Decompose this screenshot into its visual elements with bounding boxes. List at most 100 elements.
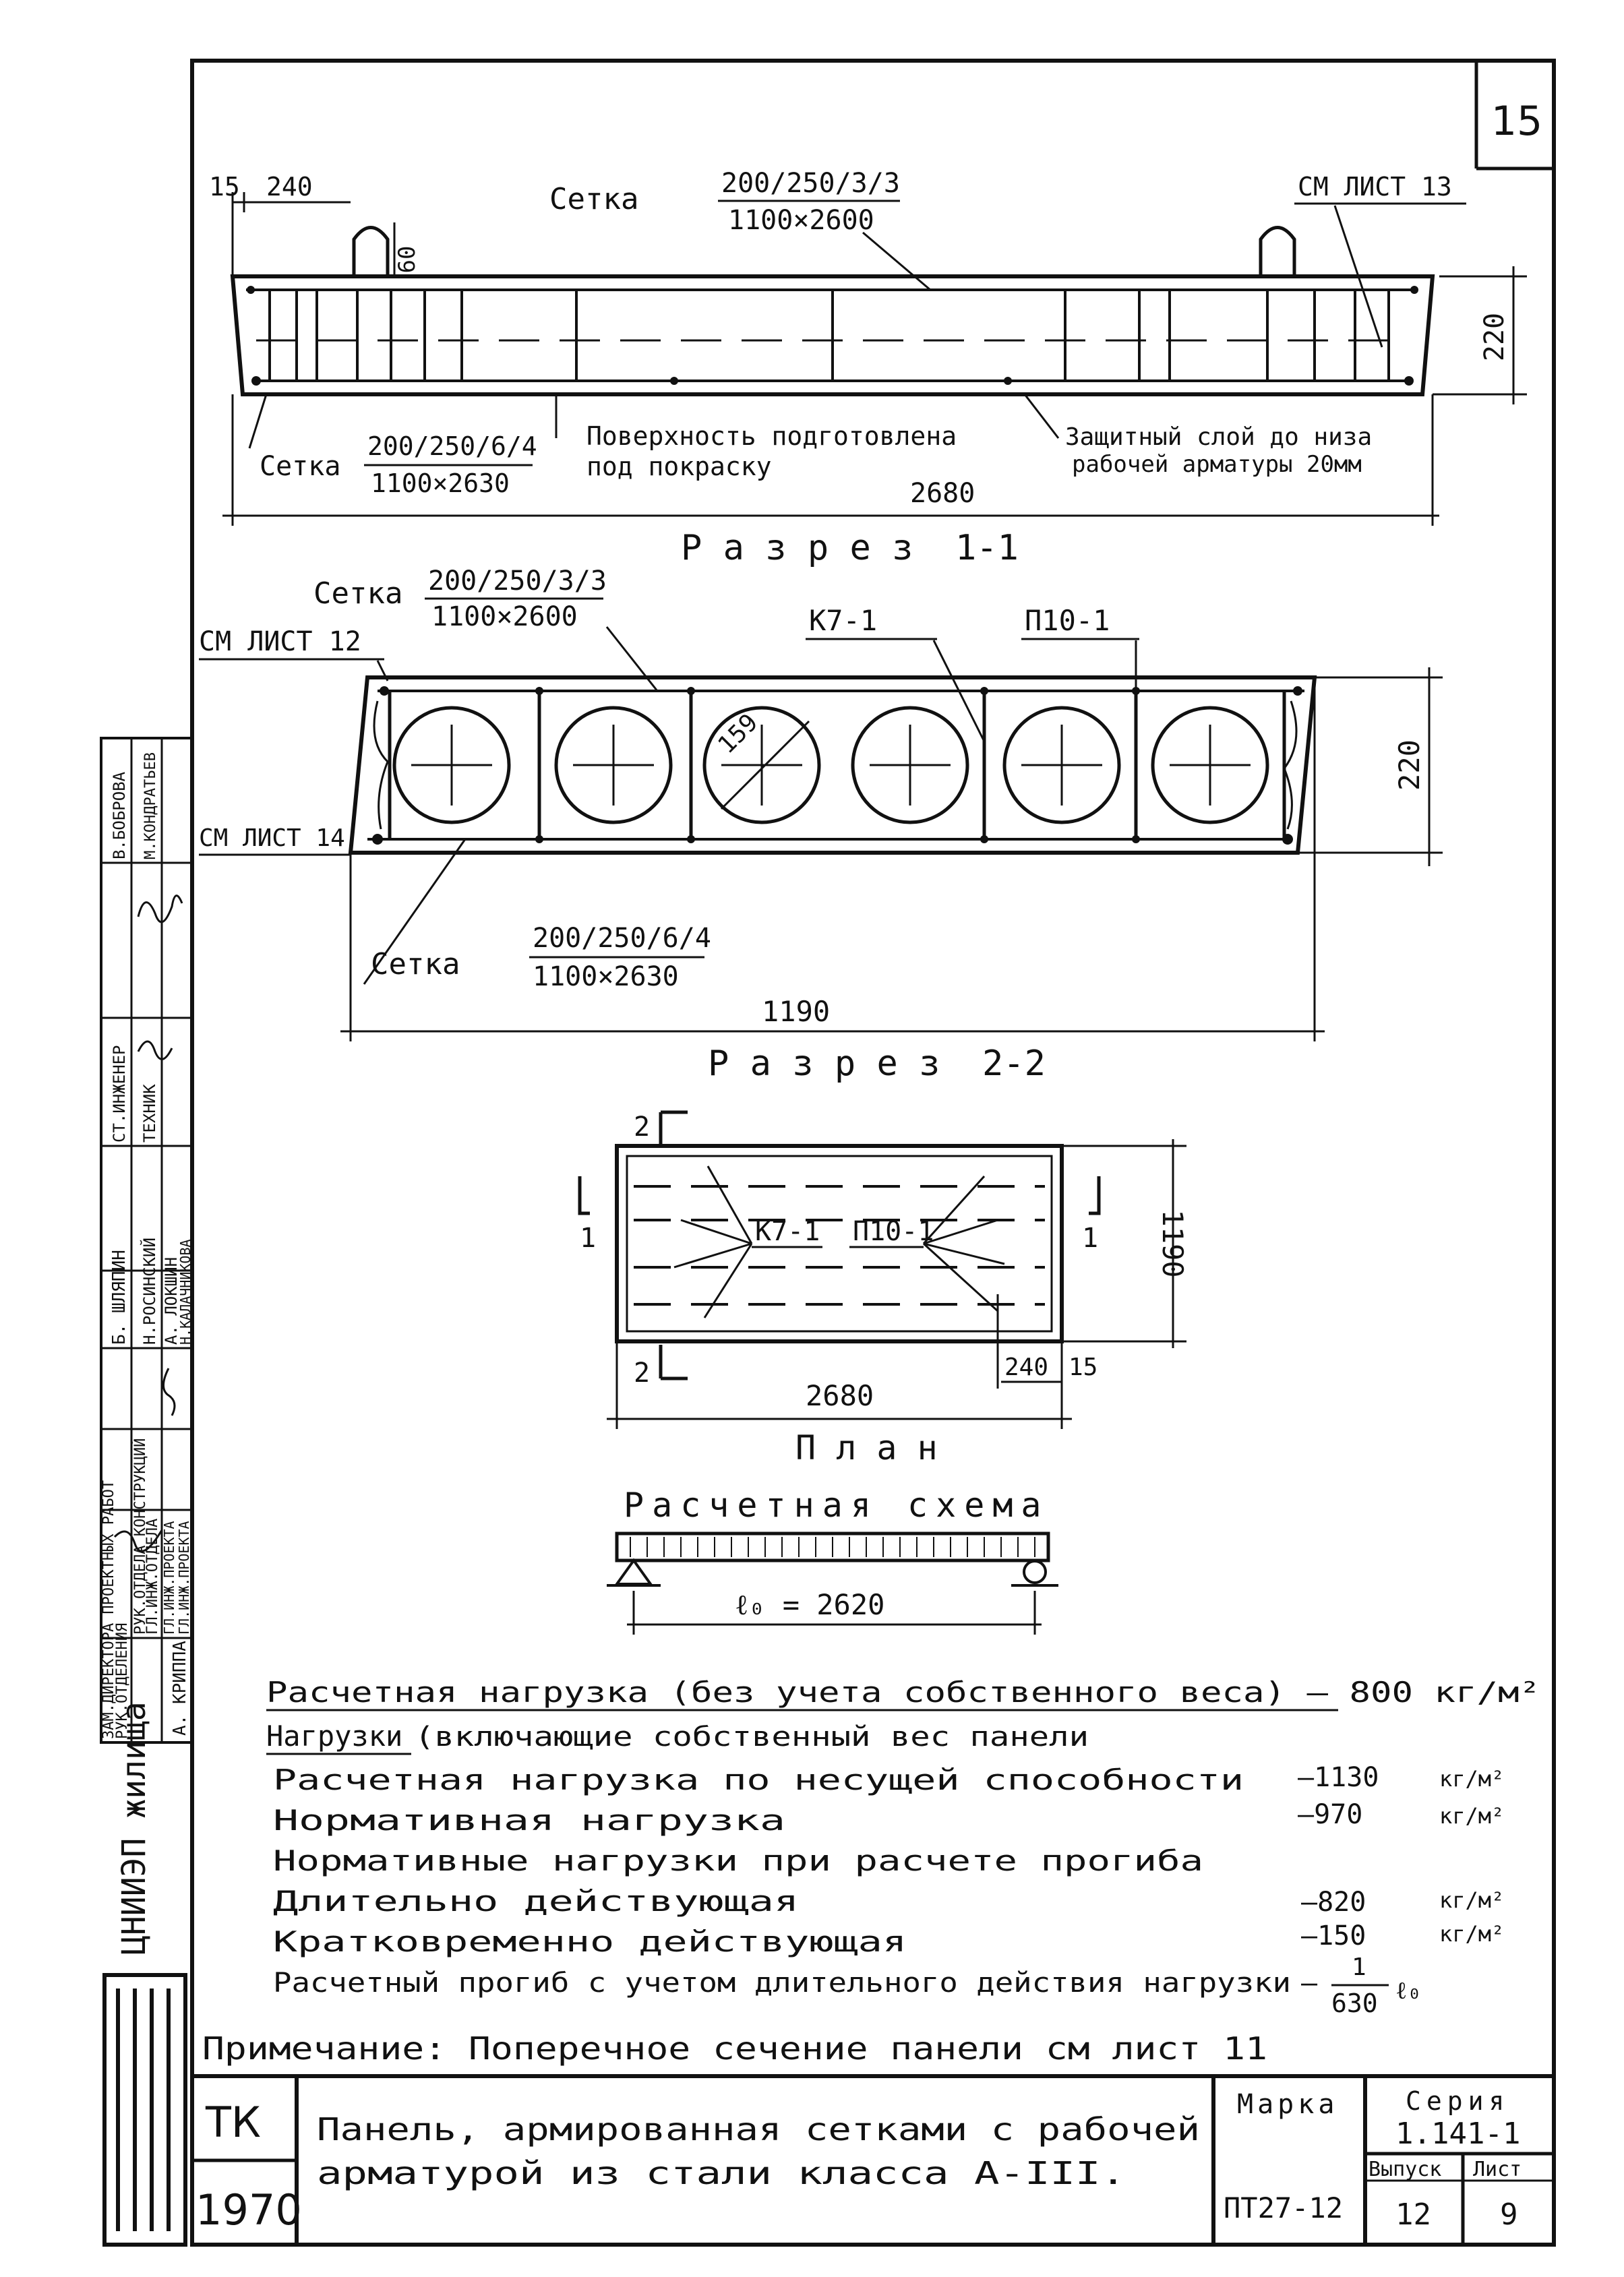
load-row-label: Кратковременно действующая bbox=[273, 1925, 907, 1958]
notch-left bbox=[373, 700, 389, 830]
load-row-unit: кг/м² bbox=[1439, 1766, 1504, 1792]
approval-stamp: ЗАМ.ДИРЕКТОРА ПРОЕКТНЫХ РАБОТ А. КРИППА … bbox=[100, 737, 193, 1744]
tb-title-1: Панель, армированная сетками с рабочей bbox=[317, 2111, 1200, 2148]
loads-header: Нагрузки bbox=[266, 1720, 402, 1753]
signature bbox=[137, 1040, 173, 1060]
hollow-cores bbox=[392, 706, 1269, 824]
cs-mesh-top-label: Сетка bbox=[313, 576, 402, 611]
stamp-role: ГЛ.ИНЖ.ПРОЕКТА bbox=[161, 1521, 177, 1635]
plan-dim-15: 15 bbox=[1069, 1354, 1097, 1381]
mesh-bottom-denominator: 1100×2630 bbox=[371, 468, 510, 498]
cs-mesh-bottom-denominator: 1100×2630 bbox=[533, 961, 679, 992]
tb-vypusk-label: Выпуск bbox=[1369, 2158, 1441, 2181]
note-surface-2: под покраску bbox=[587, 452, 772, 481]
tb-org: ТК bbox=[205, 2098, 261, 2147]
tb-list-label: Лист bbox=[1473, 2158, 1522, 2181]
ref-13-leader bbox=[1333, 205, 1383, 348]
cut-marker-1-right bbox=[1089, 1176, 1101, 1215]
ref-sheet-13: СМ ЛИСТ 13 bbox=[1298, 172, 1452, 202]
hollow-core bbox=[702, 706, 821, 824]
deflection-denominator: 630 bbox=[1331, 1988, 1378, 2018]
plan-outline bbox=[615, 1144, 1064, 1343]
stamp-role: РУК.ОТДЕЛЕНИЯ bbox=[114, 1623, 131, 1739]
mesh-bottom-leader bbox=[248, 394, 268, 449]
cut-marker-2-top bbox=[659, 1110, 688, 1146]
dim-loop-60: 60 bbox=[394, 246, 421, 274]
load-row-value: —820 bbox=[1301, 1887, 1366, 1918]
lifting-loop-right bbox=[1259, 226, 1296, 276]
section-1-1-title: Р а з р е з 1-1 bbox=[681, 528, 1019, 568]
load-row-label: Нормативная нагрузка bbox=[273, 1804, 785, 1837]
load-row-value: —150 bbox=[1301, 1920, 1366, 1951]
loads-header-rest: (включающие собственный вес панели bbox=[415, 1722, 1089, 1753]
load-row-unit: кг/м² bbox=[1439, 1803, 1504, 1829]
dim-hole-159: 159 bbox=[713, 708, 763, 759]
load-row-label: Расчетная нагрузка по несущей способност… bbox=[273, 1763, 1244, 1796]
mesh-bottom-label: Сетка bbox=[260, 451, 340, 482]
hollow-core bbox=[1002, 706, 1121, 824]
stamp-row-dividers bbox=[101, 861, 192, 1639]
lifting-loop-left bbox=[352, 226, 390, 276]
note-cover-2: рабочей арматуры 20мм bbox=[1072, 451, 1362, 478]
section-2-2: 159 Сетка 200/250/3/3 1100×2600 СМ ЛИСТ … bbox=[199, 566, 1443, 1084]
load-row-label: Нормативные нагрузки при расчете прогиба bbox=[273, 1844, 1203, 1877]
stamp-role: ГЛ.ИНЖ.ПРОЕКТА bbox=[176, 1521, 192, 1635]
cs-mesh-bottom-numerator: 200/250/6/4 bbox=[533, 923, 711, 954]
support-pinned bbox=[614, 1558, 653, 1585]
design-scheme: Расчетная схема ℓ₀ = 2620 bbox=[607, 1486, 1058, 1635]
hollow-core bbox=[554, 706, 673, 824]
title-block: ТК 1970 Панель, армированная сетками с р… bbox=[192, 2074, 1554, 2245]
ref-sheet-14: СМ ЛИСТ 14 bbox=[199, 824, 345, 852]
plan-inner-outline bbox=[626, 1155, 1053, 1333]
panel-section-outline bbox=[230, 274, 1435, 396]
core-crosshairs bbox=[411, 725, 1251, 806]
plan-dim-length-2680: 2680 bbox=[806, 1379, 874, 1412]
deflection-suffix: ℓ₀ bbox=[1395, 1977, 1422, 2005]
hollow-core bbox=[851, 706, 969, 824]
plan-dim-width-1190: 1190 bbox=[1156, 1209, 1189, 1277]
cs-mesh-top-numerator: 200/250/3/3 bbox=[428, 566, 607, 597]
stamp-role: ТЕХНИК bbox=[140, 1084, 159, 1143]
stamp-name: Б. ШЛЯПИН bbox=[109, 1250, 129, 1345]
signature bbox=[137, 894, 183, 923]
cut-marker-1-left bbox=[578, 1176, 590, 1215]
dim-15: 15 bbox=[209, 172, 240, 202]
tb-marka-value: ПТ27-12 bbox=[1224, 2191, 1343, 2224]
cs-dim-width-1190: 1190 bbox=[762, 995, 830, 1028]
deflection-dash: — bbox=[1301, 1968, 1318, 1999]
stamp-role: ЗАМ.ДИРЕКТОРА ПРОЕКТНЫХ РАБОТ bbox=[100, 1480, 117, 1739]
mesh-bottom-numerator: 200/250/6/4 bbox=[367, 431, 537, 461]
loads-block: Расчетная нагрузка (без учета собственно… bbox=[266, 1676, 1540, 2018]
note-surface-1: Поверхность подготовлена bbox=[587, 421, 957, 451]
k7-1-leader bbox=[932, 640, 986, 742]
cut-2-top: 2 bbox=[634, 1112, 650, 1143]
tb-marka-label: Марка bbox=[1237, 2089, 1338, 2120]
stamp-name: А. ЛОКШИН bbox=[162, 1257, 181, 1345]
hollow-core bbox=[1151, 706, 1269, 824]
load-row-value: —1130 bbox=[1298, 1762, 1379, 1793]
ref-12-leader bbox=[376, 660, 389, 681]
rib-lines bbox=[388, 691, 1286, 839]
support-roller bbox=[1023, 1560, 1047, 1584]
signature bbox=[113, 1529, 163, 1552]
deflection-label: Расчетный прогиб с учетом длительного де… bbox=[273, 1968, 1291, 1999]
dim-length-2680: 2680 bbox=[910, 478, 975, 509]
tb-vypusk-value: 12 bbox=[1395, 2197, 1431, 2232]
mesh-top-leader bbox=[862, 231, 931, 291]
stamp-role: ГЛ.ИНЖ.ОТДЕЛА bbox=[144, 1519, 161, 1635]
tb-seriya-label: Серия bbox=[1406, 2086, 1509, 2116]
cut-1-left: 1 bbox=[580, 1223, 596, 1254]
cs-mesh-top-denominator: 1100×2600 bbox=[431, 601, 578, 632]
tb-year: 1970 bbox=[196, 2185, 302, 2235]
note-text: Примечание: Поперечное сечение панели см… bbox=[202, 2030, 1267, 2067]
dim-240: 240 bbox=[266, 172, 313, 202]
plan-hidden-lines bbox=[634, 1185, 1045, 1306]
plan-label-k7-1: К7-1 bbox=[755, 1216, 820, 1247]
cut-2-bottom: 2 bbox=[634, 1358, 650, 1389]
tb-seriya-value: 1.141-1 bbox=[1395, 2117, 1520, 2151]
stamp-name: В.БОБРОВА bbox=[110, 771, 129, 859]
scheme-span: ℓ₀ = 2620 bbox=[735, 1588, 884, 1621]
cut-marker-2-bottom bbox=[659, 1345, 688, 1380]
stamp-name: Н.КАЛАЧНИКОВА bbox=[177, 1239, 193, 1345]
